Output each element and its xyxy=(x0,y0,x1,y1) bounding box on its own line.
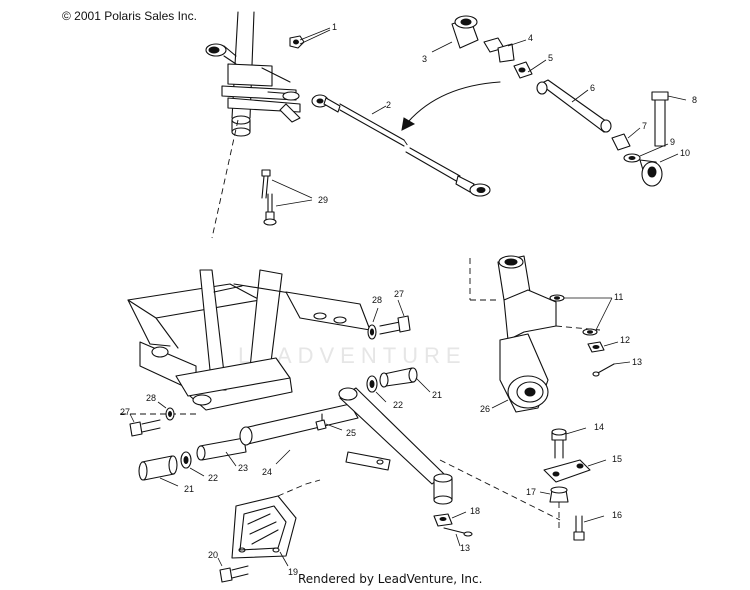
render-credit: Rendered by LeadVenture, Inc. xyxy=(298,572,483,586)
callout-11: 11 xyxy=(614,292,623,302)
callout-7: 7 xyxy=(642,121,647,131)
part-21-pivot-tube-upper xyxy=(379,367,431,393)
callout-20: 20 xyxy=(208,550,218,560)
part-14-bolt xyxy=(551,427,587,459)
part-13-cotter-pin-lower xyxy=(443,527,473,547)
part-27-bolt-upper xyxy=(379,299,411,335)
callout-24: 24 xyxy=(262,467,272,477)
part-24-a-arm xyxy=(239,387,445,485)
part-12-nut xyxy=(587,341,619,353)
part-27-bolt-left xyxy=(129,413,161,437)
callout-22-upper: 22 xyxy=(393,400,403,410)
part-1-nut xyxy=(289,27,331,49)
part-8-bolt xyxy=(651,91,687,147)
part-29-bolts xyxy=(261,169,313,226)
part-6-tube xyxy=(536,79,612,133)
callout-5: 5 xyxy=(548,53,553,63)
part-23-pivot-shaft xyxy=(196,437,247,467)
callout-28-upper: 28 xyxy=(372,295,382,305)
part-17-ball-joint xyxy=(539,486,569,530)
vehicle-frame xyxy=(120,269,371,415)
callout-21-upper: 21 xyxy=(432,390,442,400)
part-25-grease-fitting xyxy=(315,413,343,431)
part-22-bushing-upper xyxy=(366,375,387,403)
callout-3: 3 xyxy=(422,54,427,64)
callout-9: 9 xyxy=(670,137,675,147)
part-11-washers xyxy=(549,294,613,336)
callout-17: 17 xyxy=(526,487,536,497)
part-5-collar xyxy=(513,59,547,79)
part-7-nut xyxy=(611,127,641,151)
callout-29: 29 xyxy=(318,195,328,205)
assembly-arrow xyxy=(401,81,501,131)
callout-labels: 1 2 3 4 5 6 7 8 9 10 11 12 13 13 14 15 1… xyxy=(120,22,697,577)
part-21-pivot-tube-lower xyxy=(138,455,179,487)
part-16-bolt xyxy=(573,515,605,541)
callout-19: 19 xyxy=(288,567,298,577)
callout-25: 25 xyxy=(346,428,356,438)
part-9-washer xyxy=(623,143,669,163)
callout-21-lower: 21 xyxy=(184,484,194,494)
part-26-spindle xyxy=(469,255,601,413)
callout-28-lower: 28 xyxy=(146,393,156,403)
callout-26: 26 xyxy=(480,404,490,414)
part-20-screw xyxy=(217,557,249,583)
callout-16: 16 xyxy=(612,510,622,520)
callout-27-upper: 27 xyxy=(394,289,404,299)
part-18-castle-nut xyxy=(433,511,467,527)
callout-23: 23 xyxy=(238,463,248,473)
part-15-ball-joint-plate xyxy=(543,459,607,483)
callout-2: 2 xyxy=(386,100,391,110)
part-10-rod-end xyxy=(639,153,679,187)
callout-14: 14 xyxy=(594,422,604,432)
callout-13-upper: 13 xyxy=(632,357,642,367)
callout-27-lower: 27 xyxy=(120,407,130,417)
part-19-skid-plate xyxy=(231,479,321,567)
callout-22-lower: 22 xyxy=(208,473,218,483)
part-13-cotter-pin-upper xyxy=(592,361,631,377)
callout-10: 10 xyxy=(680,148,690,158)
callout-12: 12 xyxy=(620,335,630,345)
part-22-bushing-lower xyxy=(180,451,205,477)
callout-6: 6 xyxy=(590,83,595,93)
part-3-rod-end xyxy=(431,15,479,53)
copyright-notice: © 2001 Polaris Sales Inc. xyxy=(62,9,197,23)
callout-4: 4 xyxy=(528,33,533,43)
part-28-washer-upper xyxy=(367,307,379,340)
part-2-tie-rod xyxy=(311,94,491,197)
callout-1: 1 xyxy=(332,22,337,32)
callout-8: 8 xyxy=(692,95,697,105)
callout-15: 15 xyxy=(612,454,622,464)
part-28-washer-left xyxy=(157,401,175,421)
callout-18: 18 xyxy=(470,506,480,516)
part-4-jam-nut xyxy=(483,37,527,63)
ball-joint-housing xyxy=(433,459,561,521)
steering-post xyxy=(205,11,301,239)
callout-13-lower: 13 xyxy=(460,543,470,553)
